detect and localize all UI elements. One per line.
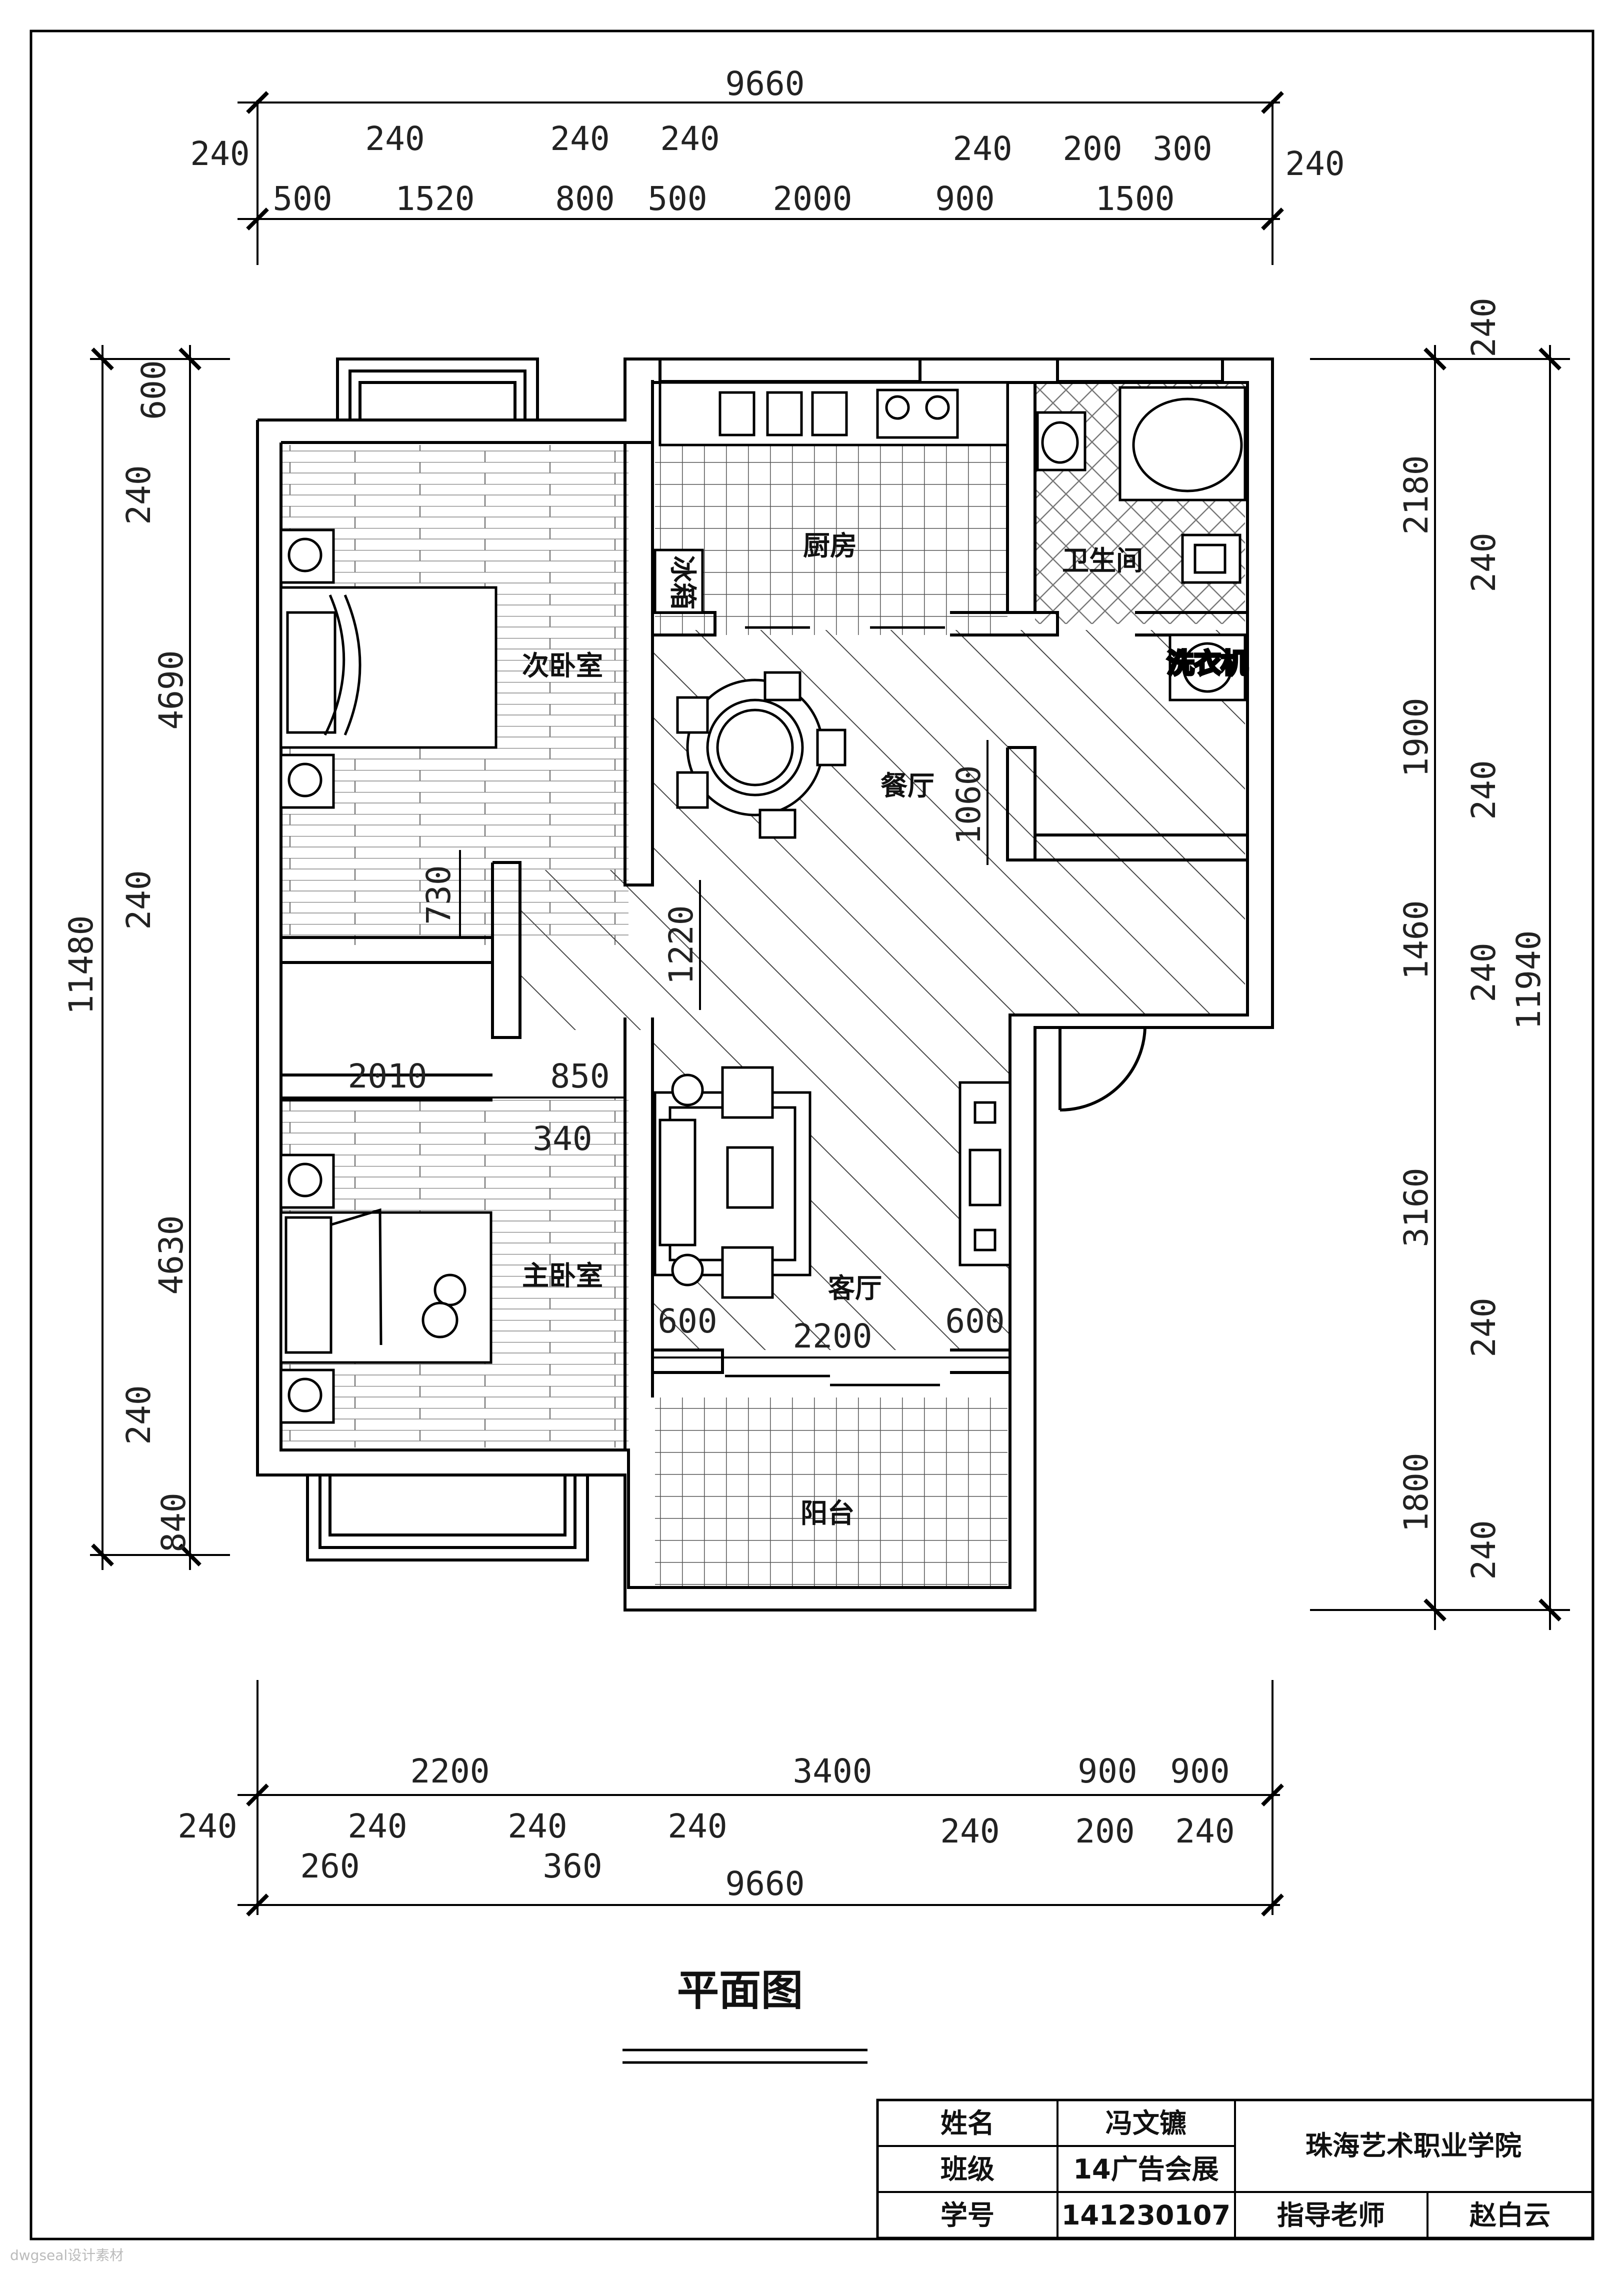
svg-text:200: 200 (1075, 1812, 1134, 1850)
drawing-title: 平面图 (677, 1966, 803, 2015)
tb-name-value: 冯文镳 (1106, 2108, 1186, 2139)
svg-text:500: 500 (272, 180, 332, 218)
tb-id-value: 141230107 (1062, 2200, 1230, 2231)
svg-text:850: 850 (550, 1057, 610, 1096)
title-block: 姓名 冯文镳 班级 14广告会展 学号 141230107 珠海艺术职业学院 指… (876, 2098, 1594, 2240)
svg-text:4690: 4690 (152, 650, 190, 730)
svg-text:200: 200 (1062, 130, 1122, 168)
svg-text:2010: 2010 (348, 1057, 428, 1096)
svg-text:240: 240 (668, 1807, 727, 1846)
svg-text:240: 240 (1175, 1812, 1234, 1850)
svg-text:4630: 4630 (152, 1216, 190, 1295)
second-bedroom-bed (280, 528, 498, 809)
svg-text:360: 360 (542, 1847, 602, 1886)
svg-text:9660: 9660 (726, 64, 805, 103)
svg-text:240: 240 (660, 120, 720, 158)
tb-class-value: 14广告会展 (1073, 2154, 1218, 2185)
svg-text:240: 240 (1464, 1520, 1503, 1580)
svg-text:600: 600 (134, 360, 173, 420)
kitchen-counter (658, 381, 1009, 446)
svg-text:600: 600 (658, 1302, 717, 1340)
room-second-bedroom: 次卧室 (522, 650, 603, 682)
tb-school: 珠海艺术职业学院 (1306, 2130, 1522, 2162)
svg-text:240: 240 (1464, 760, 1503, 820)
dims-right: 11940 240 2180 240 1900 240 1460 240 316… (1397, 298, 1548, 1580)
svg-text:240: 240 (1464, 298, 1503, 357)
sheet-border (30, 30, 1594, 2240)
svg-text:240: 240 (348, 1807, 407, 1846)
svg-text:240: 240 (120, 465, 158, 524)
room-dining: 餐厅 (880, 770, 934, 802)
svg-text:730: 730 (420, 865, 458, 924)
walls (256, 358, 1274, 1612)
svg-text:11480: 11480 (62, 916, 100, 1015)
svg-text:3160: 3160 (1397, 1168, 1436, 1248)
tb-teacher-label: 指导老师 (1277, 2200, 1385, 2231)
svg-text:240: 240 (952, 130, 1012, 168)
svg-text:500: 500 (648, 180, 707, 218)
svg-text:1500: 1500 (1096, 180, 1175, 218)
svg-text:1800: 1800 (1397, 1453, 1436, 1532)
dims-left: 11480 600 240 4690 240 4630 240 840 (62, 360, 193, 1552)
dims-top: 9660 240 240 240 240 240 200 300 240 500… (190, 64, 1344, 218)
svg-text:240: 240 (178, 1807, 237, 1846)
dims-bottom: 2200 3400 900 900 240 240 240 240 240 20… (178, 1752, 1234, 1903)
svg-text:240: 240 (1464, 942, 1503, 1002)
svg-text:2000: 2000 (773, 180, 852, 218)
svg-text:1220: 1220 (662, 906, 700, 985)
svg-text:240: 240 (190, 134, 250, 173)
svg-text:900: 900 (935, 180, 994, 218)
bathroom-fixtures: 洗衣机 (1036, 386, 1250, 702)
svg-text:冰箱: 冰箱 (667, 556, 698, 610)
room-living: 客厅 (828, 1272, 882, 1304)
svg-text:900: 900 (1078, 1752, 1137, 1790)
room-balcony: 阳台 (800, 1498, 854, 1529)
room-kitchen: 厨房 (803, 530, 857, 562)
room-master-bedroom: 主卧室 (522, 1260, 603, 1292)
svg-text:9660: 9660 (726, 1864, 805, 1903)
dimension-lines (90, 100, 1570, 1915)
svg-text:2200: 2200 (410, 1752, 490, 1790)
svg-text:1520: 1520 (396, 180, 475, 218)
svg-text:2180: 2180 (1397, 456, 1436, 535)
svg-text:340: 340 (532, 1120, 592, 1158)
svg-text:240: 240 (1464, 1298, 1503, 1357)
dining-set (676, 671, 846, 839)
svg-text:240: 240 (1464, 532, 1503, 592)
fridge: 冰箱 (654, 548, 704, 614)
svg-text:3400: 3400 (793, 1752, 872, 1790)
svg-text:240: 240 (120, 1385, 158, 1444)
svg-text:240: 240 (365, 120, 424, 158)
svg-text:900: 900 (1170, 1752, 1230, 1790)
dimension-ticks (91, 91, 1562, 1916)
tb-class-label: 班级 (940, 2154, 994, 2185)
svg-text:840: 840 (154, 1492, 193, 1552)
svg-text:800: 800 (555, 180, 614, 218)
svg-text:1460: 1460 (1397, 900, 1436, 980)
room-labels: 厨房 卫生间 次卧室 餐厅 主卧室 客厅 阳台 (522, 530, 1143, 1529)
tb-teacher-value: 赵白云 (1470, 2200, 1550, 2231)
svg-text:2200: 2200 (793, 1317, 872, 1356)
svg-text:260: 260 (300, 1847, 360, 1886)
room-bathroom: 卫生间 (1062, 545, 1143, 576)
master-bedroom-bed (280, 1154, 492, 1424)
svg-text:240: 240 (1285, 144, 1344, 183)
svg-text:240: 240 (508, 1807, 567, 1846)
svg-text:240: 240 (550, 120, 610, 158)
svg-text:240: 240 (940, 1812, 1000, 1850)
svg-text:洗衣机: 洗衣机 (1167, 648, 1248, 679)
watermark: dwgseal设计素材 (10, 2247, 124, 2264)
svg-text:600: 600 (945, 1302, 1004, 1340)
dims-inner: 730 1060 1220 2010 850 340 600 2200 600 (348, 766, 1005, 1356)
svg-text:1060: 1060 (950, 766, 988, 845)
doors (725, 626, 945, 1386)
svg-text:1900: 1900 (1397, 698, 1436, 778)
svg-text:300: 300 (1152, 130, 1212, 168)
tb-name-label: 姓名 (940, 2108, 994, 2139)
svg-text:240: 240 (120, 870, 158, 930)
tb-id-label: 学号 (940, 2200, 994, 2231)
living-sofa-set (654, 1066, 1012, 1299)
svg-text:11940: 11940 (1510, 930, 1548, 1030)
